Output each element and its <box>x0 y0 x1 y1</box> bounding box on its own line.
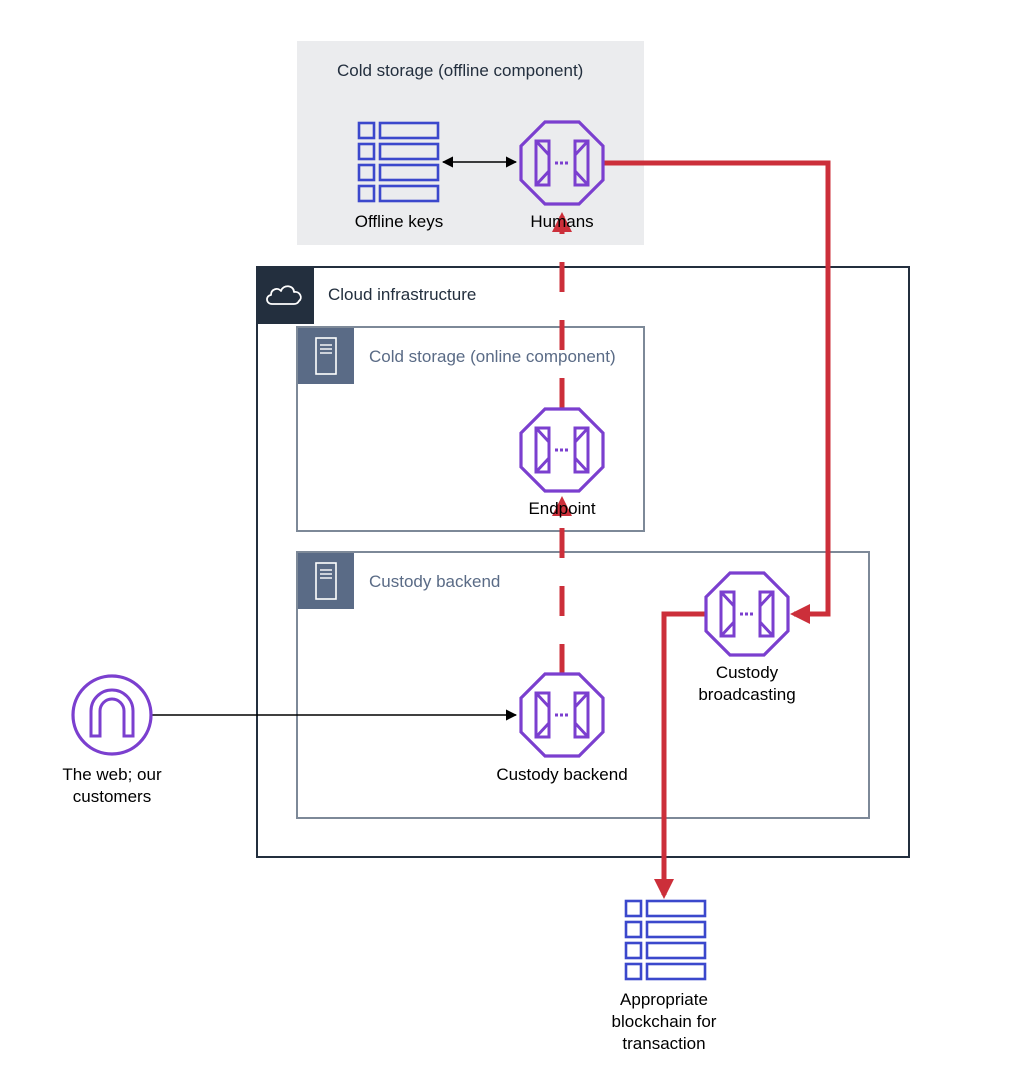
group-cold-storage-online <box>296 326 645 532</box>
node-label-blockchain-1: Appropriate <box>620 990 708 1009</box>
group-custody-backend <box>296 551 870 819</box>
node-label-endpoint: Endpoint <box>528 499 596 518</box>
node-label-web-1: The web; our <box>62 765 162 784</box>
octagon-gateway-icon <box>704 571 790 657</box>
internet-gateway-icon <box>71 674 153 756</box>
group-title-cold-offline: Cold storage (offline component) <box>337 61 584 80</box>
group-title-cloud: Cloud infrastructure <box>328 285 477 304</box>
node-label-humans: Humans <box>530 212 594 231</box>
node-label-blockchain-2: blockchain for <box>611 1012 717 1031</box>
cloud-icon <box>266 285 302 305</box>
edge-humans-broadcasting <box>604 160 831 624</box>
server-badge-backend <box>298 553 354 609</box>
edge-broadcasting-blockchain <box>654 611 706 899</box>
server-icon <box>315 562 337 600</box>
node-label-broadcasting-1: Custody <box>715 663 779 682</box>
node-label-web-2: customers <box>72 787 152 806</box>
table-stack-icon <box>624 899 707 981</box>
cloud-badge <box>258 268 314 324</box>
octagon-gateway-icon <box>519 407 605 493</box>
group-title-cold-online: Cold storage (online component) <box>369 347 616 366</box>
node-label-offline-keys: Offline keys <box>354 212 444 231</box>
table-stack-icon <box>357 121 440 203</box>
group-cloud-infrastructure <box>256 266 910 858</box>
node-label-broadcasting-2: broadcasting <box>698 685 796 704</box>
octagon-gateway-icon <box>519 120 605 206</box>
group-title-custody-backend: Custody backend <box>369 572 501 591</box>
node-label-custody-backend: Custody backend <box>496 765 628 784</box>
server-icon <box>315 337 337 375</box>
node-label-blockchain-3: transaction <box>622 1034 706 1053</box>
octagon-gateway-icon <box>519 672 605 758</box>
server-badge-online <box>298 328 354 384</box>
